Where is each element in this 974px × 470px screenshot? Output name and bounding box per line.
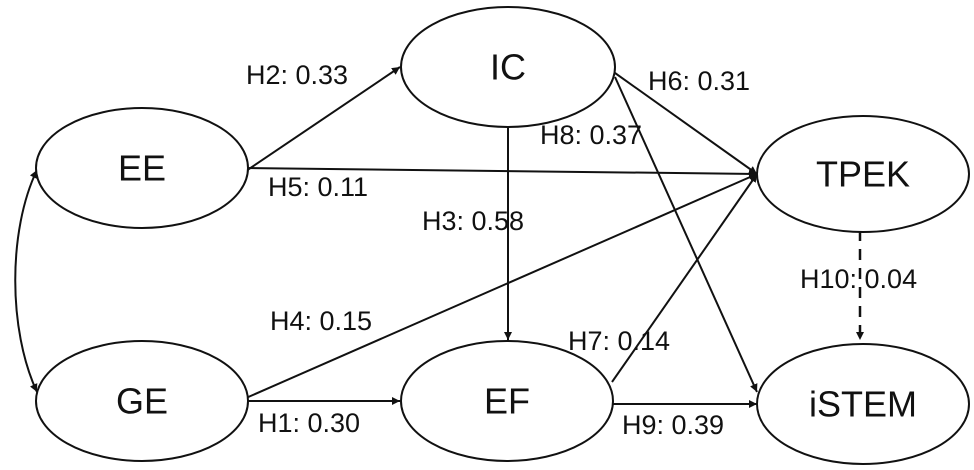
node-ic-shape — [400, 6, 616, 128]
node-istem: iSTEM — [756, 343, 970, 465]
node-ef-shape — [400, 340, 614, 462]
node-ge: GE — [35, 340, 249, 462]
node-ic-label: IC — [490, 47, 526, 88]
node-ef-label: EF — [484, 381, 530, 422]
node-ic: IC — [400, 6, 616, 128]
node-tpek: TPEK — [756, 115, 970, 233]
node-tpek-shape — [756, 115, 970, 233]
h8-arrow — [614, 76, 758, 393]
ee-ge-correlation-arrow — [14, 169, 38, 393]
node-ef: EF — [400, 340, 614, 462]
h9-label: H9: 0.39 — [622, 410, 724, 440]
h4-arrow — [245, 173, 758, 399]
node-ee-label: EE — [118, 148, 166, 189]
h7-arrow — [611, 173, 758, 383]
h10-label: H10: 0.04 — [800, 264, 917, 294]
h5-label: H5: 0.11 — [268, 172, 368, 202]
h1-label: H1: 0.30 — [258, 408, 360, 438]
node-ge-shape — [35, 340, 249, 462]
h6-arrow — [607, 67, 758, 175]
node-istem-shape — [756, 343, 970, 465]
h2-label: H2: 0.33 — [246, 60, 348, 90]
node-tpek-label: TPEK — [816, 154, 910, 195]
path-labels: H2: 0.33 H6: 0.31 H8: 0.37 H5: 0.11 H3: … — [246, 60, 917, 440]
h2-arrow — [245, 66, 401, 172]
node-istem-label: iSTEM — [809, 384, 917, 425]
h3-label: H3: 0.58 — [422, 206, 524, 236]
h4-label: H4: 0.15 — [270, 306, 372, 336]
node-ee: EE — [35, 107, 249, 229]
h5-arrow — [247, 167, 758, 178]
node-ge-label: GE — [116, 381, 168, 422]
h8-label: H8: 0.37 — [540, 120, 642, 150]
h6-label: H6: 0.31 — [648, 66, 750, 96]
node-ee-shape — [35, 107, 249, 229]
edges — [14, 66, 864, 408]
h7-label: H7: 0.14 — [568, 326, 670, 356]
